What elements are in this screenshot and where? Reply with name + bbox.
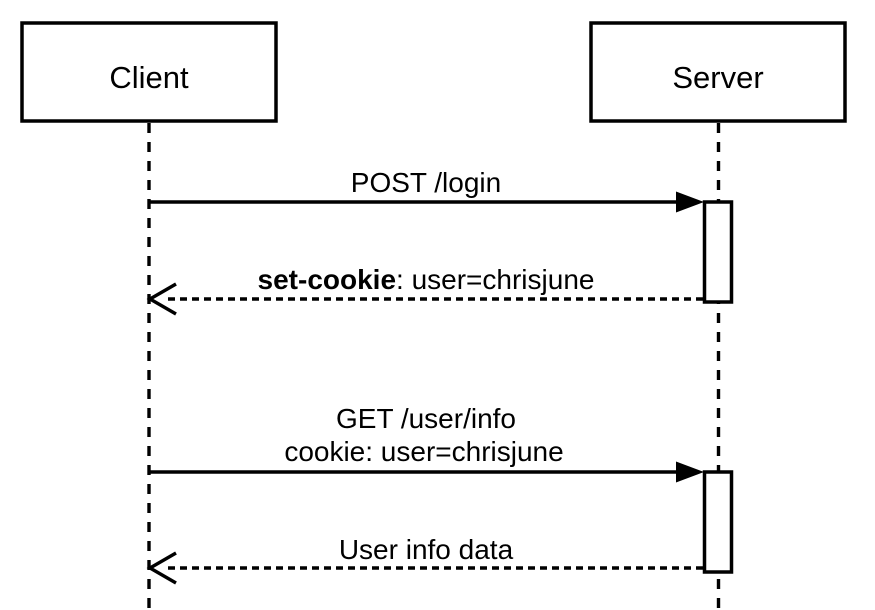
message-get-user-info: GET /user/info cookie: user=chrisjune	[149, 403, 704, 483]
server-activation-bar-2	[702, 470, 734, 574]
message-set-cookie: set-cookie: user=chrisjune	[146, 264, 703, 316]
server-activation-bar-1	[702, 200, 734, 304]
client-actor-box	[20, 21, 278, 123]
message-get-user-info-label-line2: cookie: user=chrisjune	[284, 436, 563, 467]
message-user-info-data: User info data	[146, 534, 703, 585]
actor-client: Client	[20, 21, 278, 123]
message-set-cookie-arrowhead	[146, 282, 177, 316]
message-set-cookie-label-rest: : user=chrisjune	[396, 264, 594, 295]
message-set-cookie-label: set-cookie: user=chrisjune	[258, 264, 595, 295]
message-set-cookie-label-bold: set-cookie	[258, 264, 397, 295]
message-get-user-info-arrowhead	[676, 461, 704, 483]
message-post-login-label: POST /login	[351, 167, 501, 198]
client-actor-label: Client	[109, 60, 189, 95]
message-user-info-data-label: User info data	[339, 534, 514, 565]
server-actor-box	[589, 21, 847, 123]
actor-server: Server	[589, 21, 847, 123]
message-user-info-data-arrowhead	[146, 551, 177, 585]
message-post-login: POST /login	[149, 167, 704, 213]
message-post-login-arrowhead	[676, 191, 704, 213]
message-get-user-info-label-line1: GET /user/info	[336, 403, 516, 434]
server-actor-label: Server	[672, 60, 763, 95]
